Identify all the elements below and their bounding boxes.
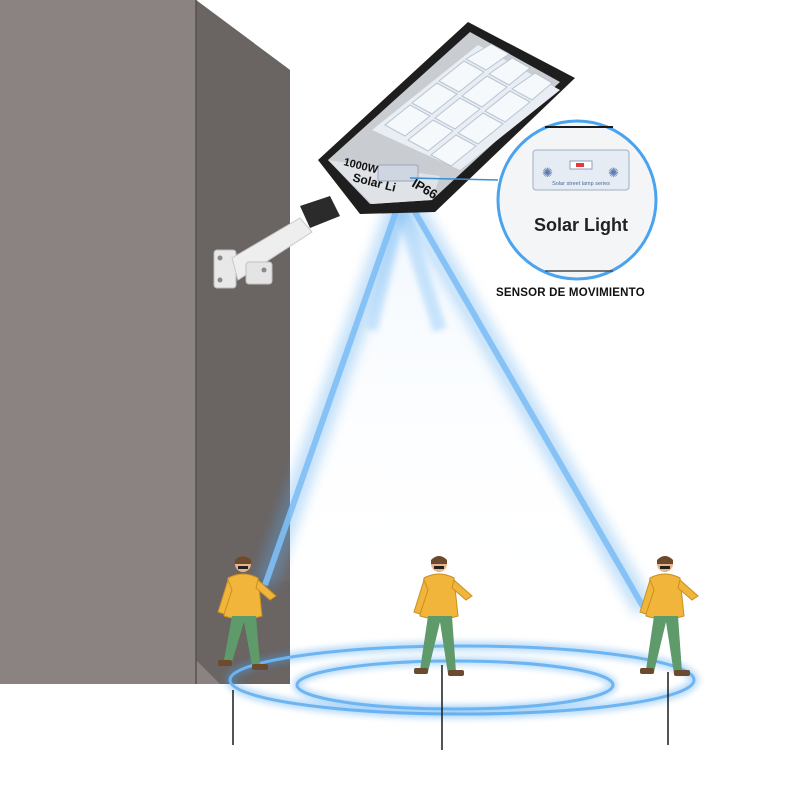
detection-rings (225, 641, 699, 719)
led-panels (384, 43, 553, 167)
sensor-burst-left: ✺ (542, 165, 553, 180)
solar-street-light-icon: 1000W Solar Li IP66 (318, 22, 575, 214)
ground-markers (232, 665, 669, 750)
wall (0, 0, 290, 684)
callout-line (409, 177, 499, 181)
pedestrian-icon (217, 556, 277, 670)
sensor-plate (532, 149, 630, 191)
caption-motion-sensor: SENSOR DE MOVIMIENTO (496, 287, 645, 299)
sensor-window (377, 164, 419, 182)
sensor-burst-right: ✺ (608, 165, 619, 180)
inset-title: Solar Light (534, 215, 628, 235)
light-beam (254, 194, 655, 616)
pedestrian-icon (639, 556, 699, 676)
mounting-bracket (213, 196, 340, 289)
motion-sensor-icon: ✺ ✺ Solar street lamp series Solar Light (496, 119, 658, 281)
pedestrian-icon (413, 556, 473, 676)
sensor-text: Solar street lamp series (552, 181, 610, 187)
